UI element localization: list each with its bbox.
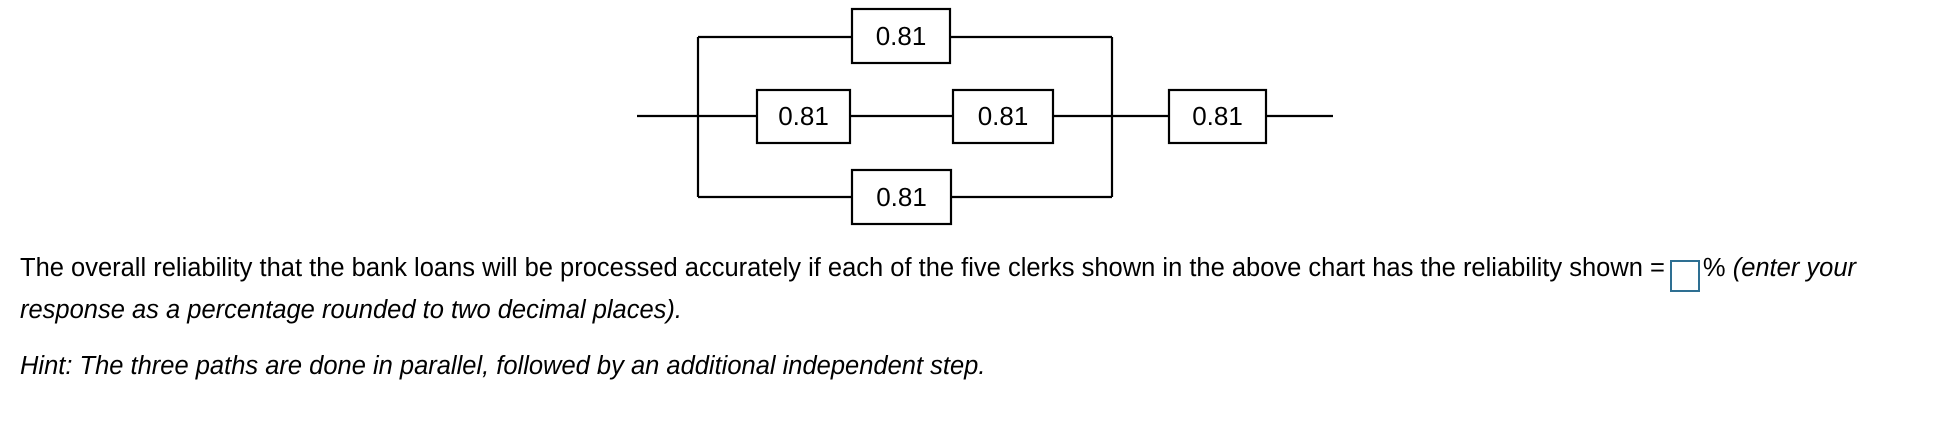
top-path-block-rect bbox=[850, 7, 952, 65]
question-paragraph: The overall reliability that the bank lo… bbox=[20, 250, 1920, 329]
series-block-label: 0.81 bbox=[1192, 101, 1243, 131]
middle-path-block-2-label: 0.81 bbox=[978, 101, 1029, 131]
hint-block: Hint: The three paths are done in parall… bbox=[20, 350, 1920, 382]
percent-sign-label: % bbox=[1702, 254, 1726, 282]
middle-path-block-2: 0.81 bbox=[951, 88, 1055, 145]
series-block: 0.81 bbox=[1167, 88, 1268, 145]
question-block: The overall reliability that the bank lo… bbox=[20, 250, 1920, 329]
reliability-block-diagram: 0.81 0.81 0.81 0.81 0.81 bbox=[637, 7, 1333, 226]
question-text-part-2: (enter your response as a percentage rou… bbox=[20, 254, 1857, 324]
middle-path-block-1: 0.81 bbox=[755, 88, 852, 145]
middle-path-block-1-label: 0.81 bbox=[778, 101, 829, 131]
hint-text: Hint: The three paths are done in parall… bbox=[20, 352, 986, 380]
middle-path-block-1-rect bbox=[755, 88, 852, 145]
series-block-rect bbox=[1167, 88, 1268, 145]
bottom-path-block: 0.81 bbox=[850, 168, 953, 226]
bottom-path-block-label: 0.81 bbox=[876, 182, 927, 212]
question-text-part-1: The overall reliability that the bank lo… bbox=[20, 254, 1665, 282]
reliability-diagram-area: 0.81 0.81 0.81 0.81 0.81 bbox=[637, 7, 1333, 226]
answer-input[interactable] bbox=[1669, 260, 1700, 292]
top-path-block: 0.81 bbox=[850, 7, 952, 65]
top-path-block-label: 0.81 bbox=[876, 21, 927, 51]
middle-path-block-2-rect bbox=[951, 88, 1055, 145]
bottom-path-block-rect bbox=[850, 168, 953, 226]
